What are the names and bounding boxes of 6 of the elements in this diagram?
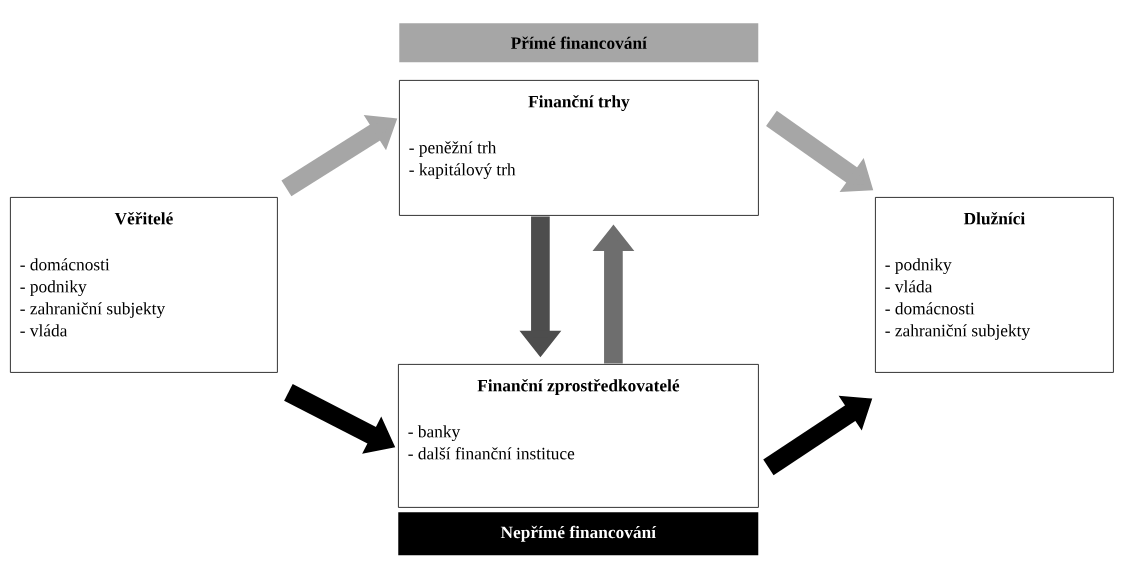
list-box: Finanční zprostředkovatelé - banky - další finanční instituce	[398, 364, 759, 508]
list-box: Finanční trhy - peněžní trh - kapitálový trh	[399, 80, 759, 216]
list-box: Věřitelé - domácnosti - podniky - zahraniční subjekty - vláda	[10, 197, 278, 373]
list-box: Dlužníci - podniky - vláda - domácnosti - zahraniční subjekty	[875, 197, 1114, 373]
band-label: Nepřímé financování	[398, 512, 759, 556]
band-label: Přímé financování	[399, 23, 759, 63]
